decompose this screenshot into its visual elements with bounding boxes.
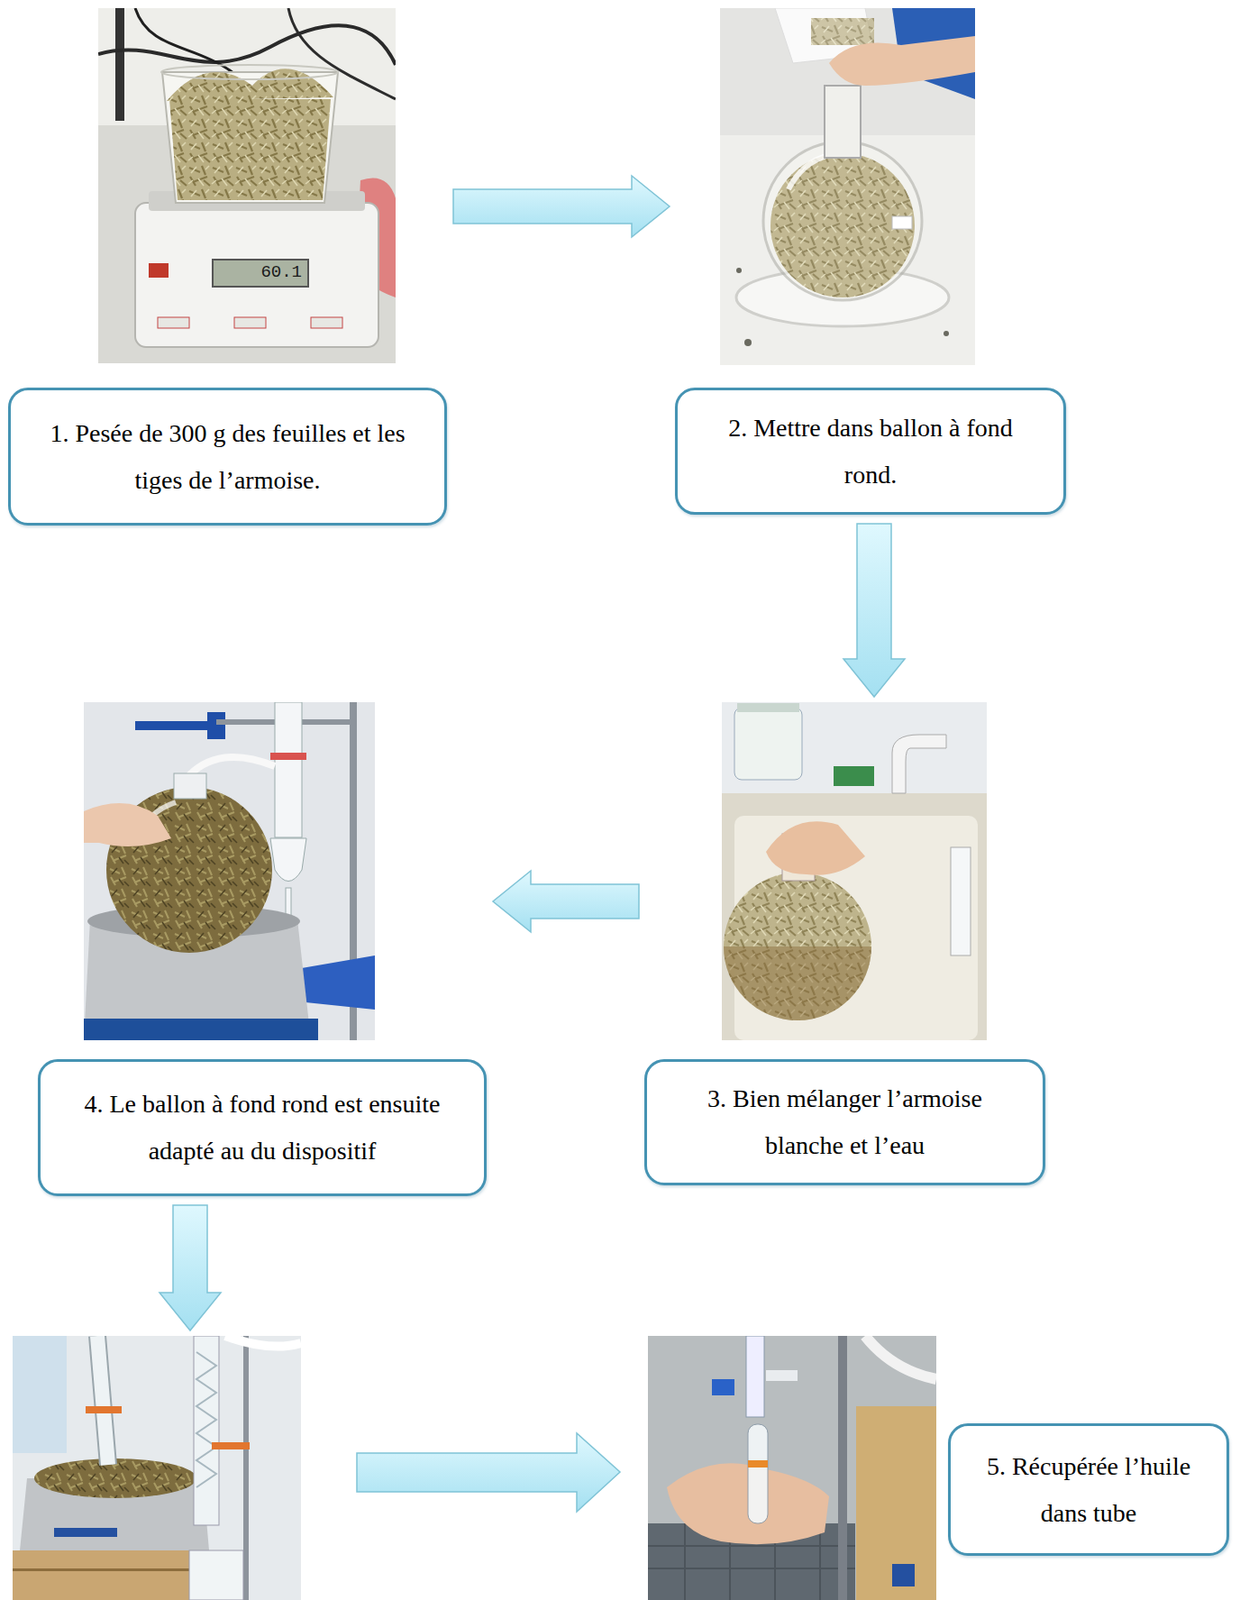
photo-detail xyxy=(166,68,334,101)
photo-detail xyxy=(189,1550,244,1600)
photo-detail xyxy=(737,702,800,712)
photo-detail xyxy=(833,765,875,786)
step-caption: 5. Récupérée l’huile dans tube xyxy=(974,1442,1204,1537)
photo-detail xyxy=(744,338,752,347)
process-step: 3. Bien mélanger l’armoise blanche et l’… xyxy=(644,702,1047,1189)
photo-detail xyxy=(770,153,915,298)
photo-detail xyxy=(721,793,987,1040)
photo-detail xyxy=(83,1018,319,1040)
photo-detail xyxy=(98,8,396,364)
photo-detail xyxy=(721,702,987,1040)
caption-box: 5. Récupérée l’huile dans tube xyxy=(948,1422,1230,1556)
photo-detail xyxy=(173,773,207,799)
photo-detail xyxy=(161,64,338,80)
photo-detail xyxy=(720,8,976,365)
photo-detail xyxy=(747,1423,768,1523)
photo-detail xyxy=(736,267,742,274)
process-step: 4. Le ballon à fond rond est ensuite ada… xyxy=(37,702,488,1200)
photo-detail xyxy=(763,141,922,301)
photo-detail xyxy=(824,85,861,158)
caption-box: 2. Mettre dans ballon à fond rond. xyxy=(674,387,1067,515)
photo-detail xyxy=(856,1405,937,1600)
photo-detail xyxy=(225,1335,301,1347)
photo-detail xyxy=(788,155,830,190)
photo-detail xyxy=(12,1335,301,1600)
flow-arrow xyxy=(159,1204,221,1331)
photo-detail xyxy=(97,1335,109,1465)
photo-detail xyxy=(829,36,976,86)
photo-detail xyxy=(211,1441,250,1450)
weighing-photo xyxy=(98,8,396,364)
photo-detail xyxy=(234,317,266,329)
photo-detail xyxy=(97,1335,109,1465)
photo-detail xyxy=(85,1405,122,1414)
flow-arrow xyxy=(492,870,639,932)
photo-detail xyxy=(943,330,949,337)
process-step: 5. Récupérée l’huile dans tube xyxy=(12,1335,1231,1597)
photo-detail xyxy=(135,202,379,347)
photo-detail xyxy=(811,18,875,46)
photo-detail xyxy=(892,216,912,229)
photo-detail xyxy=(193,1335,219,1525)
photo-detail xyxy=(723,872,872,1021)
scale-reading: 60.1 xyxy=(213,261,308,284)
photo-detail xyxy=(274,702,302,838)
flow-arrow xyxy=(843,523,905,697)
step-caption: 4. Le ballon à fond rond est ensuite ada… xyxy=(63,1080,461,1175)
caption-box: 1. Pesée de 300 g des feuilles et les ti… xyxy=(8,387,447,526)
photo-detail xyxy=(765,1369,798,1381)
photo-detail xyxy=(747,1459,768,1468)
photo-detail xyxy=(207,711,226,739)
photo-detail xyxy=(169,99,331,201)
distillation-photo xyxy=(12,1335,301,1600)
photo-detail xyxy=(83,802,172,847)
photo-detail xyxy=(196,1351,217,1487)
photo-detail xyxy=(34,1458,197,1498)
oil-tube-photo xyxy=(647,1335,937,1600)
photo-detail xyxy=(270,752,307,760)
heating-photo xyxy=(83,702,375,1040)
photo-detail xyxy=(135,720,217,730)
photo-detail xyxy=(157,317,190,329)
photo-detail xyxy=(12,1335,67,1453)
photo-detail xyxy=(865,1335,937,1379)
photo-detail xyxy=(243,1335,249,1600)
photo-detail xyxy=(723,946,872,1021)
photo-detail xyxy=(711,1378,735,1395)
photo-detail xyxy=(189,756,275,775)
photo-detail xyxy=(98,25,396,65)
caption-box: 4. Le ballon à fond rond est ensuite ada… xyxy=(37,1058,487,1196)
process-step: 1. Pesée de 300 g des feuilles et les ti… xyxy=(8,8,448,529)
photo-detail xyxy=(115,8,125,121)
step-caption: 2. Mettre dans ballon à fond rond. xyxy=(701,404,1040,499)
photo-detail xyxy=(310,317,343,329)
flow-arrow xyxy=(356,1432,620,1512)
photo-detail xyxy=(83,702,375,1040)
photo-detail xyxy=(838,1335,848,1600)
photo-detail xyxy=(892,734,947,794)
photo-detail xyxy=(720,135,976,365)
photo-detail xyxy=(647,1335,937,1600)
photo-detail xyxy=(270,838,307,882)
photo-detail xyxy=(950,847,971,956)
flow-arrow xyxy=(453,175,670,238)
caption-box: 3. Bien mélanger l’armoise blanche et l’… xyxy=(644,1058,1046,1186)
photo-detail xyxy=(734,707,803,780)
photo-detail xyxy=(765,820,866,876)
photo-detail xyxy=(212,259,309,287)
flask-photo xyxy=(720,8,976,365)
photo-detail xyxy=(892,1563,915,1587)
step-caption: 3. Bien mélanger l’armoise blanche et l’… xyxy=(670,1075,1020,1169)
photo-detail xyxy=(148,263,169,278)
process-step: 2. Mettre dans ballon à fond rond. xyxy=(674,8,1067,519)
mixing-photo xyxy=(721,702,987,1040)
photo-detail xyxy=(54,1527,118,1537)
photo-detail xyxy=(746,1335,765,1417)
step-caption: 1. Pesée de 300 g des feuilles et les ti… xyxy=(34,410,421,504)
